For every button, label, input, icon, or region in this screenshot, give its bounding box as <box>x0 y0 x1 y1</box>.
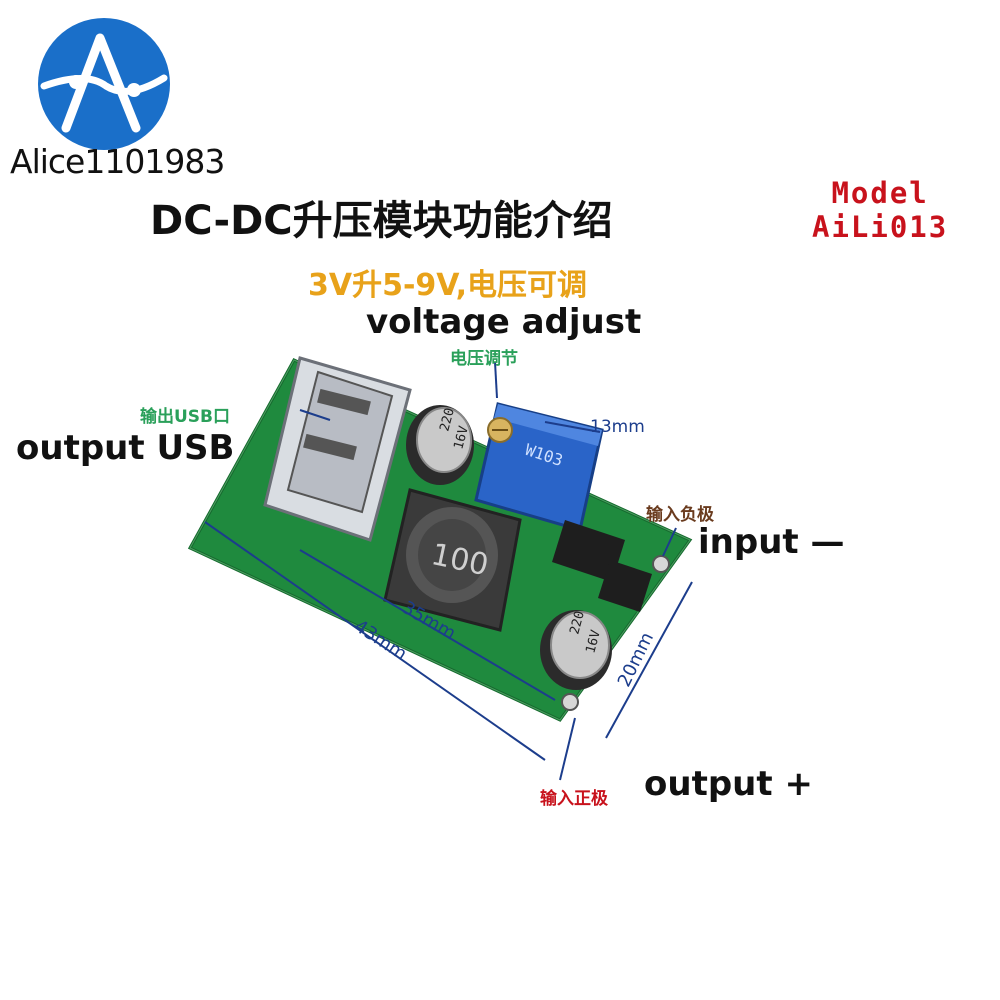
model-label: Model AiLi013 <box>812 176 948 244</box>
voltage-adjust-cn-label: 电压调节 <box>450 349 518 369</box>
output-usb-label: output USB <box>16 428 235 468</box>
cap2-value: 220 <box>567 609 588 636</box>
potentiometer: W103 <box>474 402 604 532</box>
voltage-adjust-label: voltage adjust <box>366 302 642 342</box>
capacitor-1: 220 16V <box>406 405 474 485</box>
pad-input-negative <box>652 555 670 573</box>
cap1-value: 220 <box>437 406 458 433</box>
inductor: 100 <box>383 488 522 632</box>
ic-chip-2 <box>598 560 652 612</box>
input-negative-label: input — <box>698 522 845 562</box>
input-positive-cn-label: 输入正极 <box>540 789 608 809</box>
ic-chip <box>552 520 625 582</box>
model-line-2: AiLi013 <box>812 210 949 244</box>
logo-icon <box>38 18 170 150</box>
input-negative-cn-label: 输入负极 <box>646 505 714 525</box>
output-positive-label: output + <box>644 764 813 804</box>
logo-text: Alice1101983 <box>10 142 225 181</box>
dim-13-line <box>544 421 601 433</box>
cap2-voltage: 16V <box>583 628 604 655</box>
capacitor-2: 220 16V <box>540 609 612 690</box>
pad-input-positive <box>561 693 579 711</box>
subtitle: 3V升5-9V,电压可调 <box>308 268 588 303</box>
output-usb-cn-label: 输出USB口 <box>140 407 231 427</box>
page-title: DC-DC升压模块功能介绍 <box>150 198 613 244</box>
model-line-1: Model <box>831 176 929 210</box>
dim-13-label: 13mm <box>590 417 645 437</box>
dim-43-line <box>204 521 546 761</box>
dim-20-line <box>605 581 693 739</box>
cap1-voltage: 16V <box>451 424 472 451</box>
dim-35-line <box>299 549 556 701</box>
